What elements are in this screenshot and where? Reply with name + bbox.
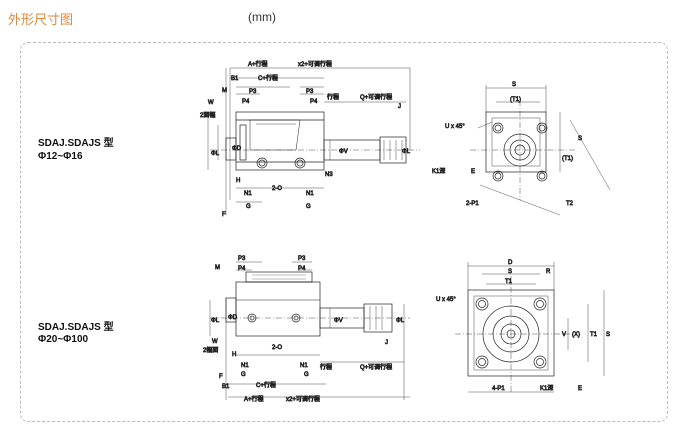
dim-j-top: J (398, 104, 401, 110)
dim-p4-top-right: P4 (310, 99, 318, 105)
dim-u45-front-bottom: U x 45° (436, 297, 456, 303)
dim-p4-bottom-left: P4 (238, 266, 246, 272)
dim-n1-bottom-left: N1 (241, 363, 249, 369)
dim-q-top: Q+可调行程 (360, 93, 392, 101)
dim-phil-bottom: ΦL (211, 318, 220, 324)
dim-g-top-left: G (246, 204, 251, 210)
dim-4p1-front-bottom: 4-P1 (492, 386, 505, 392)
dim-u45-front-top: U x 45° (445, 124, 465, 130)
dim-phil-rod-bottom: ΦL (396, 318, 405, 324)
dim-n1-top-right: N1 (306, 191, 314, 197)
dim-n1-bottom-right: N1 (300, 363, 308, 369)
front-view-top (470, 85, 611, 216)
dim-x2-bottom: x2+可调行程 (286, 395, 320, 403)
dim-2o-top: 2-O (272, 186, 282, 192)
dim-a-stroke-bottom: A+行程 (244, 395, 264, 403)
dim-d-front-bottom: D (508, 260, 513, 266)
model-2-range: Φ20~Φ100 (38, 334, 89, 345)
dim-m-bottom: M (215, 265, 220, 271)
dim-b1-top: B1 (231, 76, 239, 82)
dim-g-bottom-right: G (304, 372, 309, 378)
dim-phid-bottom: ΦD (228, 315, 238, 321)
dim-x2-top: x2+可调行程 (298, 60, 332, 68)
dim-p3-bottom-right: P3 (298, 256, 306, 262)
dim-g-top-right: G (306, 204, 311, 210)
model-1-name: SDAJ.SDAJS 型 (38, 138, 114, 149)
dim-r-front-bottom: R (546, 269, 551, 275)
dim-w-bottom: W (212, 339, 218, 345)
dim-p4-top-left: P4 (242, 99, 250, 105)
dim-t1v-front-bottom: T1 (590, 332, 598, 338)
dim-q-bottom: Q+可调行程 (360, 363, 392, 371)
dim-stroke-top: 行程 (327, 93, 339, 101)
unit-label: (mm) (248, 10, 276, 24)
dim-v-front-bottom: V (562, 332, 566, 338)
dim-phil-top: ΦL (211, 151, 220, 157)
dim-k1-front-top: K1深 (432, 167, 445, 175)
dim-p3-top-left: P3 (249, 89, 257, 95)
dim-w-top: W (208, 100, 214, 106)
dim-p4-bottom-right: P4 (298, 266, 306, 272)
dim-f-bottom: F (219, 374, 223, 380)
dim-c-stroke-bottom: C+行程 (256, 381, 276, 389)
dim-stroke-bottom: 行程 (320, 363, 332, 371)
dim-h-bottom: H (232, 352, 236, 358)
dim-n3-top: N3 (325, 172, 333, 178)
dim-f-top: F (222, 212, 226, 218)
dim-h-top: H (236, 178, 240, 184)
dim-p3-top-right: P3 (306, 89, 314, 95)
dim-s-front-bottom: S (508, 269, 512, 275)
dim-t1v-front-top: (T1) (562, 156, 573, 162)
drawing-panel (20, 42, 668, 422)
dim-k1-front-bottom: K1深 (540, 384, 553, 392)
side-view-bottom (209, 261, 410, 400)
dim-s-right-front-top: S (578, 136, 582, 142)
dim-p3-bottom-left: P3 (238, 256, 246, 262)
dim-c-stroke-top: C+行程 (258, 74, 278, 82)
dim-w-note-top: 2面幅 (200, 111, 215, 119)
dim-w-note-bottom: 2幅面 (203, 346, 218, 354)
dim-t1-front-top: (T1) (510, 97, 521, 103)
dim-2p1-front-top: 2-P1 (466, 201, 479, 207)
side-view-top (207, 67, 420, 215)
dim-j-bottom: J (385, 340, 388, 346)
dim-phiv-bottom: ΦV (334, 318, 343, 324)
dim-e-front-bottom: E (578, 386, 582, 392)
dim-t2-front-top: T2 (566, 201, 574, 207)
dim-a-stroke-top: A+行程 (248, 60, 268, 68)
model-2-name: SDAJ.SDAJS 型 (38, 322, 114, 333)
dim-phid-top: ΦD (232, 146, 242, 152)
dim-phiv-top: ΦV (339, 149, 348, 155)
dim-x-front-bottom: (X) (572, 332, 580, 338)
front-view-bottom (455, 262, 605, 393)
dim-s-front-top: S (512, 82, 516, 88)
dim-b1-bottom: B1 (222, 384, 230, 390)
dim-phil-rod-top: ΦL (402, 149, 411, 155)
dim-e-front-top: E (471, 169, 475, 175)
dim-2o-bottom: 2-O (272, 345, 282, 351)
dim-s-right-front-bottom: S (606, 332, 610, 338)
dim-g-bottom-left: G (241, 372, 246, 378)
page-title: 外形尺寸图 (8, 12, 74, 27)
model-1-range: Φ12~Φ16 (38, 151, 83, 162)
dim-t1-front-bottom: T1 (505, 279, 513, 285)
dim-n1-top-left: N1 (244, 191, 252, 197)
dim-m-top: M (222, 88, 227, 94)
